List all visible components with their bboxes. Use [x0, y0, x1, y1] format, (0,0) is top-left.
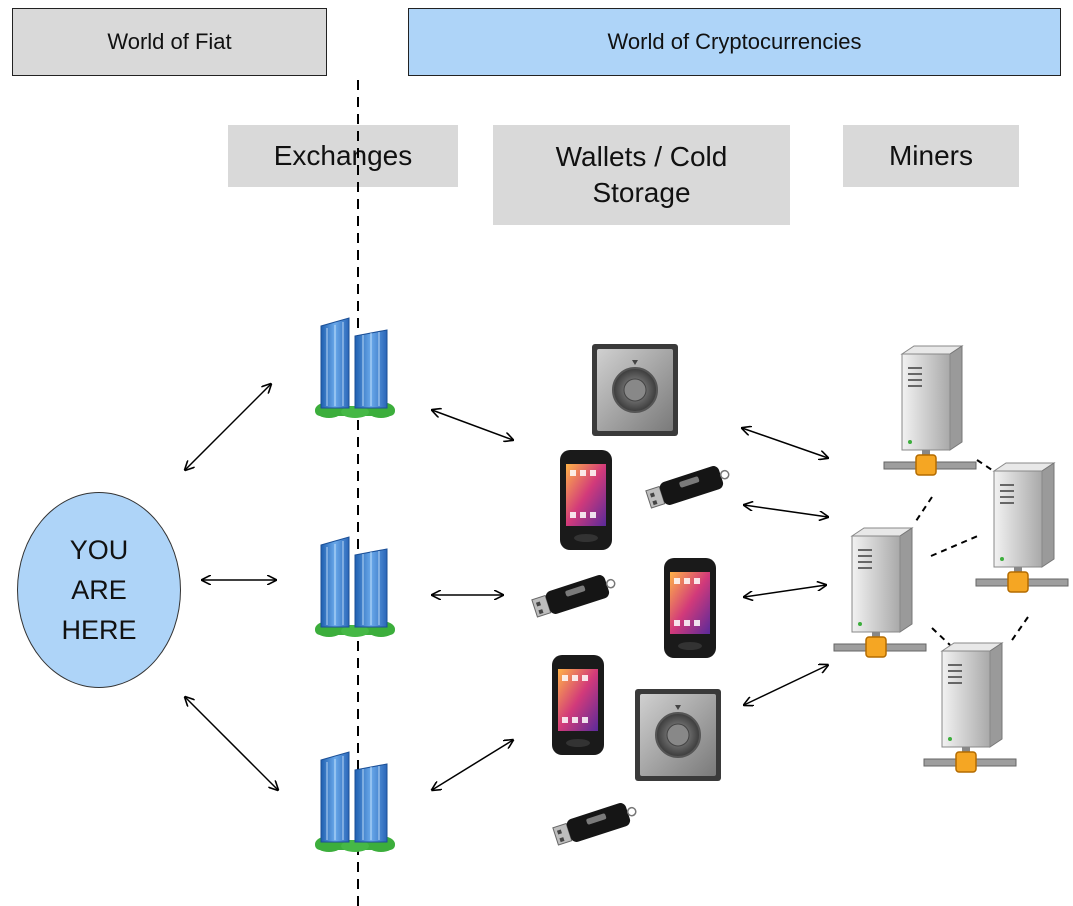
miner-server-icon — [883, 345, 977, 476]
miner-server-icon — [975, 462, 1069, 593]
you-are-here-line1: YOU — [69, 535, 129, 565]
smartphone-icon — [552, 655, 604, 755]
exchanges-label: Exchanges — [273, 140, 413, 171]
miner-link-2-4 — [1009, 616, 1029, 644]
exchange-building-icon — [314, 317, 396, 419]
miner-link-3-2 — [930, 534, 981, 557]
world-of-fiat-label: World of Fiat — [107, 29, 232, 54]
miner-server-icon — [833, 527, 927, 658]
bidirectional-arrow — [744, 585, 826, 597]
you-are-here-line3: HERE — [61, 615, 137, 645]
miner-link-3-4 — [931, 627, 951, 646]
exchange-building-icon — [314, 751, 396, 853]
bidirectional-arrow — [744, 665, 828, 705]
miners-label: Miners — [888, 140, 973, 171]
safe-icon — [634, 688, 722, 782]
bidirectional-arrow — [744, 505, 828, 517]
bidirectional-arrow — [185, 384, 271, 470]
you-are-here-line2: ARE — [71, 575, 127, 605]
smartphone-icon — [664, 558, 716, 658]
usb-stick-icon — [530, 570, 619, 621]
wallets-label-line1: Wallets / Cold — [555, 141, 728, 172]
safe-icon — [591, 343, 679, 437]
miner-link-1-3 — [915, 496, 933, 522]
smartphone-icon — [560, 450, 612, 550]
world-of-crypto-label: World of Cryptocurrencies — [607, 29, 862, 54]
bidirectional-arrow — [432, 740, 513, 790]
miner-server-icon — [923, 642, 1017, 773]
bidirectional-arrow — [432, 410, 513, 440]
exchange-building-icon — [314, 536, 396, 638]
bidirectional-arrow — [742, 428, 828, 458]
world-of-crypto-header: World of Cryptocurrencies — [408, 8, 1061, 76]
miners-category: Miners — [843, 125, 1019, 187]
usb-stick-icon — [644, 461, 733, 512]
miner-link-1-2 — [976, 459, 996, 473]
usb-stick-icon — [551, 798, 640, 849]
exchanges-category: Exchanges — [228, 125, 458, 187]
wallets-label-line2: Storage — [592, 177, 691, 208]
bidirectional-arrow — [185, 697, 278, 790]
you-are-here-node: YOU ARE HERE — [17, 492, 181, 688]
world-of-fiat-header: World of Fiat — [12, 8, 327, 76]
